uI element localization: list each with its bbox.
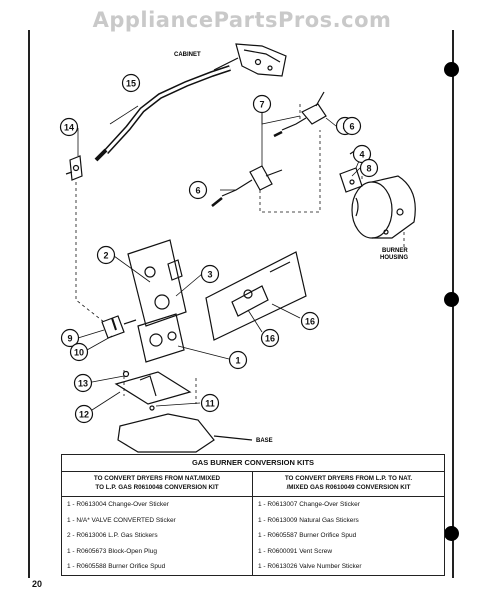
svg-text:4: 4 — [359, 150, 364, 160]
svg-text:12: 12 — [79, 410, 89, 420]
svg-text:6: 6 — [349, 122, 354, 132]
conversion-kit-table: GAS BURNER CONVERSION KITS TO CONVERT DR… — [61, 454, 445, 576]
igniter-bracket — [65, 155, 83, 181]
burner-housing — [351, 175, 416, 239]
callouts: 1 2 3 4 5 6 6 7 8 9 10 11 12 13 14 15 16… — [59, 73, 379, 424]
kit-heading-line: TO CONVERT DRYERS FROM NAT./MIXED — [93, 475, 221, 482]
callout-6b: 6 — [188, 180, 208, 200]
svg-text:2: 2 — [103, 251, 108, 261]
cabinet-label: CABINET — [174, 52, 201, 58]
burner-housing-label-line2: HOUSING — [380, 255, 408, 261]
binder-hole-top — [444, 62, 459, 77]
kit-table-title: GAS BURNER CONVERSION KITS — [62, 455, 444, 472]
burner-tube — [94, 65, 231, 162]
svg-text:1: 1 — [235, 356, 240, 366]
svg-text:10: 10 — [74, 348, 84, 358]
valve-bracket — [114, 370, 192, 411]
kit-heading-line: TO L.P. GAS R0610048 CONVERSION KIT — [95, 484, 219, 491]
kit-item: 1 - R0605587 Burner Orifice Spud — [258, 532, 357, 539]
kit-item: 1 - R0613007 Change-Over Sticker — [258, 501, 360, 508]
orifice-spud — [101, 315, 137, 339]
kit-item: 1 - R0613026 Valve Number Sticker — [258, 563, 362, 570]
callout-16: 16 — [300, 311, 320, 331]
cabinet-bracket — [213, 43, 287, 77]
kit-item: 1 - R0600091 Vent Screw — [258, 547, 333, 555]
kit-item: 1 - R0613004 Change-Over Sticker — [67, 501, 169, 508]
svg-text:8: 8 — [366, 164, 371, 174]
kit-item: 1 - R0613009 Natural Gas Stickers — [258, 516, 359, 524]
callout-2: 2 — [96, 245, 116, 265]
kit-item: 1 - R0605588 Burner Orifice Spud — [67, 563, 166, 570]
kit-heading-line: TO CONVERT DRYERS FROM L.P. TO NAT. — [284, 475, 413, 482]
gas-valve — [127, 239, 187, 363]
callout-10: 10 — [69, 342, 89, 362]
svg-text:16: 16 — [265, 334, 275, 344]
callout-13: 13 — [73, 373, 93, 393]
svg-text:13: 13 — [78, 379, 88, 389]
kit-heading-line: /MIXED GAS R0610049 CONVERSION KIT — [286, 484, 411, 491]
watermark: AppliancePartsPros.com — [92, 8, 392, 32]
leader-lines — [77, 105, 363, 411]
page-number: 20 — [32, 579, 43, 589]
base-label: BASE — [256, 438, 273, 444]
svg-text:15: 15 — [126, 79, 136, 89]
callout-1: 1 — [228, 350, 248, 370]
callout-12: 12 — [74, 404, 94, 424]
callout-3: 3 — [200, 264, 220, 284]
kit-column-heading: TO CONVERT DRYERS FROM NAT./MIXED TO L.P… — [62, 471, 252, 497]
svg-text:14: 14 — [64, 123, 74, 133]
kit-column-nat-to-lp: TO CONVERT DRYERS FROM NAT./MIXED TO L.P… — [62, 471, 253, 575]
kit-item: 1 - N/A* VALVE CONVERTED Sticker — [67, 516, 176, 524]
kit-item: 2 - R0613006 L.P. Gas Stickers — [67, 532, 158, 539]
svg-text:11: 11 — [205, 399, 215, 409]
kit-column-lp-to-nat: TO CONVERT DRYERS FROM L.P. TO NAT. /MIX… — [253, 471, 444, 575]
callout-16b: 16 — [260, 328, 280, 348]
svg-text:9: 9 — [67, 334, 72, 344]
base-panel — [117, 413, 253, 453]
callout-7: 7 — [252, 94, 272, 114]
callout-8: 8 — [359, 158, 379, 178]
kit-column-heading: TO CONVERT DRYERS FROM L.P. TO NAT. /MIX… — [253, 471, 444, 497]
kit-item: 1 - R0605673 Block-Open Plug — [67, 547, 157, 555]
valve-shield-plate — [205, 251, 307, 341]
binder-hole-middle — [444, 292, 459, 307]
burner-housing-label-line1: BURNER — [382, 248, 408, 254]
binder-hole-bottom — [444, 526, 459, 541]
callout-9: 9 — [60, 328, 80, 348]
svg-text:7: 7 — [259, 100, 264, 110]
callout-15: 15 — [121, 73, 141, 93]
svg-text:6: 6 — [195, 186, 200, 196]
callout-6: 6 — [342, 116, 362, 136]
svg-text:3: 3 — [207, 270, 212, 280]
callout-11: 11 — [200, 393, 220, 413]
callout-14: 14 — [59, 117, 79, 137]
svg-text:16: 16 — [305, 317, 315, 327]
